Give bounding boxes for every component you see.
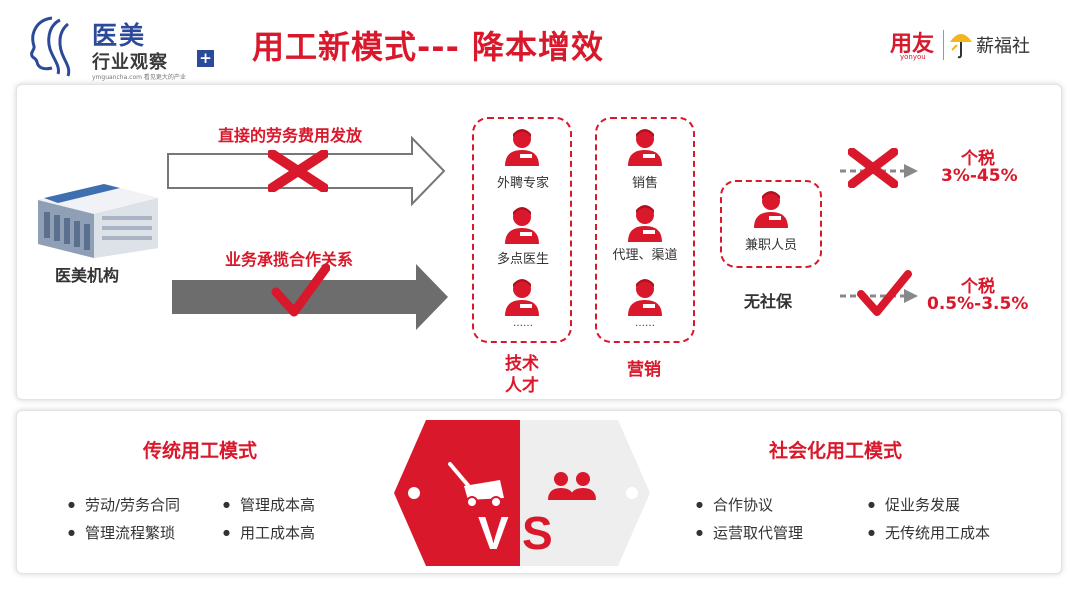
social-item: 无传统用工成本 — [868, 522, 990, 543]
cross-icon — [268, 150, 328, 192]
brand-yonyou: 用友 — [890, 32, 935, 57]
tax-bottom-line2: 0.5%-3.5% — [927, 294, 1029, 314]
parttime-box — [720, 180, 822, 268]
brand-xinfushe: 薪福社 — [976, 36, 1030, 57]
tech-item-2: 多点医生 — [496, 252, 549, 267]
traditional-item: 劳动/劳务合同 — [68, 494, 180, 515]
lawnmower-icon — [448, 462, 504, 508]
arrow-bottom-label: 业务承揽合作关系 — [225, 250, 354, 269]
page-title: 用工新模式--- 降本增效 — [252, 28, 604, 66]
person-icon — [505, 129, 539, 166]
traditional-item: 用工成本高 — [223, 522, 315, 543]
social-title: 社会化用工模式 — [769, 440, 903, 462]
check-icon — [271, 263, 330, 317]
sales-label: 营销 — [627, 360, 661, 380]
vs-letter-s: S — [522, 507, 553, 559]
tech-item-1: 外聘专家 — [496, 176, 549, 191]
social-item: 合作协议 — [696, 494, 773, 515]
sales-item-2: 代理、渠道 — [612, 248, 678, 263]
person-icon — [754, 191, 788, 228]
sales-item-1: 销售 — [631, 176, 658, 191]
tech-group-box — [472, 117, 572, 343]
brand-separator — [943, 30, 944, 60]
tech-item-3: …… — [513, 318, 533, 329]
tax-bottom-line1: 个税 — [961, 277, 995, 297]
org-label: 医美机构 — [55, 266, 120, 285]
person-icon — [628, 205, 662, 242]
building-icon — [38, 184, 158, 258]
top-panel — [16, 84, 1062, 400]
brand-yonyou-sub: yonyou — [900, 53, 926, 61]
traditional-title: 传统用工模式 — [143, 440, 258, 462]
logo-url: ymguancha.com 看见更大的产业 — [92, 74, 186, 81]
social-item: 运营取代管理 — [696, 522, 803, 543]
umbrella-icon — [950, 34, 972, 59]
check-icon — [857, 270, 912, 316]
people-icon — [548, 472, 596, 500]
face-profile-icon — [30, 16, 71, 77]
traditional-item: 管理流程繁琐 — [68, 522, 175, 543]
social-item: 促业务发展 — [868, 494, 960, 515]
parttime-label: 兼职人员 — [744, 238, 797, 253]
sales-group-box — [595, 117, 695, 343]
person-icon — [505, 207, 539, 244]
traditional-item: 管理成本高 — [223, 494, 315, 515]
tech-label-line2: 人才 — [505, 376, 539, 396]
cross-icon — [848, 148, 898, 188]
tax-top-line2: 3%-45% — [941, 166, 1018, 186]
logo-yimei-guancha: 医美 行业观察 + ymguancha.com 看见更大的产业 — [22, 14, 222, 81]
tax-top-line1: 个税 — [961, 149, 995, 169]
arrow-top-label: 直接的劳务费用发放 — [218, 126, 363, 145]
vs-letter-v: V — [478, 507, 509, 559]
person-icon — [628, 279, 662, 316]
logo-line1: 医美 — [92, 21, 147, 50]
logo-plus: + — [197, 50, 214, 67]
logo-line2: 行业观察 — [92, 52, 168, 73]
tech-label-line1: 技术 — [505, 354, 539, 374]
sales-item-3: …… — [635, 318, 655, 329]
no-social-label: 无社保 — [744, 292, 793, 311]
person-icon — [505, 279, 539, 316]
person-icon — [628, 129, 662, 166]
brand-logos: 用友 yonyou 薪福社 — [890, 26, 1050, 66]
